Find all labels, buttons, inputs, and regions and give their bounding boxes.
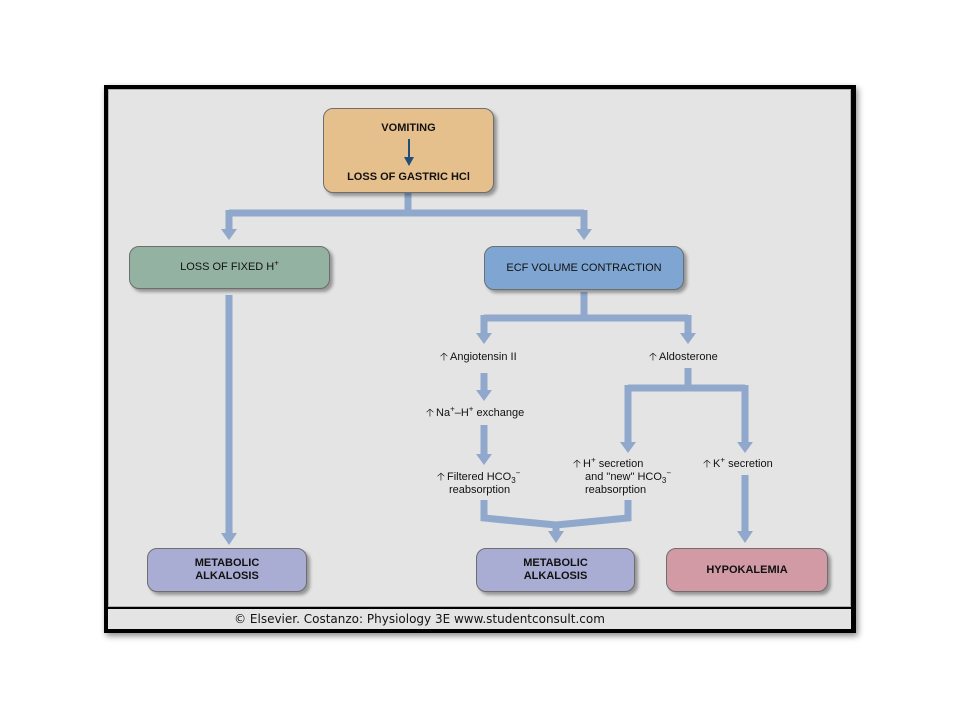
up-arrow-icon: 🡡 xyxy=(426,407,434,419)
vomiting-box: VOMITING LOSS OF GASTRIC HCl xyxy=(323,108,494,193)
arrowhead-loss-fixed-h xyxy=(221,229,237,240)
up-arrow-icon: 🡡 xyxy=(649,351,657,363)
new-hco3-text: and "new" HCO xyxy=(585,471,662,483)
angiotensin-label: 🡡Angiotensin II xyxy=(440,351,517,364)
h-secretion-label: 🡡H+ secretion and "new" HCO3− reabsorpti… xyxy=(573,455,672,496)
loss-fixed-h-label: LOSS OF FIXED H xyxy=(180,261,275,273)
angiotensin-text: Angiotensin II xyxy=(450,351,517,363)
metabolic-alkalosis-left-box: METABOLIC ALKALOSIS xyxy=(147,548,307,592)
k-secretion-text: secretion xyxy=(728,458,773,470)
arrowhead-alkalosis-mid xyxy=(548,531,564,543)
k-secretion-label: 🡡K+ secretion xyxy=(703,455,773,470)
na-h-exchange-label: 🡡Na+–H+ exchange xyxy=(426,404,525,419)
hypokalemia-box: HYPOKALEMIA xyxy=(666,548,828,592)
metabolic-alkalosis-mid-box: METABOLIC ALKALOSIS xyxy=(476,548,635,592)
ecf-volume-label: ECF VOLUME CONTRACTION xyxy=(506,261,662,274)
h-reabsorption-text: reabsorption xyxy=(585,484,647,496)
metabolic-mid-line2: ALKALOSIS xyxy=(523,570,588,582)
arrowhead-aldosterone xyxy=(680,333,696,344)
arrowhead-h-secretion xyxy=(620,442,636,453)
up-arrow-icon: 🡡 xyxy=(440,351,448,363)
loss-gastric-hcl-label: LOSS OF GASTRIC HCl xyxy=(347,171,470,183)
metabolic-left-line2: ALKALOSIS xyxy=(195,570,259,582)
filtered-text: Filtered HCO xyxy=(447,471,512,483)
filtered-reabsorption-text: reabsorption xyxy=(449,484,511,496)
down-arrow-icon xyxy=(403,139,414,166)
up-arrow-icon: 🡡 xyxy=(703,458,711,470)
metabolic-left-line1: METABOLIC xyxy=(194,557,260,569)
arrowhead-filtered xyxy=(476,454,492,465)
metabolic-mid-line1: METABOLIC xyxy=(523,557,588,569)
hypokalemia-label: HYPOKALEMIA xyxy=(706,563,788,576)
na-h-exchange-text: exchange xyxy=(476,407,525,419)
arrowhead-ecf xyxy=(576,229,592,240)
h-plus-sup: + xyxy=(274,258,279,268)
arrowhead-exchange xyxy=(476,390,492,401)
arrowhead-angiotensin xyxy=(476,333,492,344)
aldosterone-label: 🡡Aldosterone xyxy=(649,351,718,364)
up-arrow-icon: 🡡 xyxy=(437,471,445,483)
aldosterone-text: Aldosterone xyxy=(659,351,718,363)
up-arrow-icon: 🡡 xyxy=(573,458,581,470)
arrowhead-alkalosis-left xyxy=(221,533,237,545)
loss-fixed-h-text: LOSS OF FIXED H+ xyxy=(180,258,279,274)
h-secretion-text: secretion xyxy=(598,458,644,470)
loss-fixed-h-box: LOSS OF FIXED H+ xyxy=(129,246,330,289)
copyright-footer: © Elsevier. Costanzo: Physiology 3E www.… xyxy=(108,609,851,629)
copyright-text: © Elsevier. Costanzo: Physiology 3E www.… xyxy=(234,612,605,626)
arrowhead-hypokalemia xyxy=(737,531,753,543)
vomiting-label: VOMITING xyxy=(381,122,436,134)
ecf-volume-box: ECF VOLUME CONTRACTION xyxy=(484,246,684,290)
arrowhead-k-secretion xyxy=(737,442,753,453)
arrow-merge xyxy=(480,500,632,529)
filtered-hco3-label: 🡡Filtered HCO3− reabsorption xyxy=(437,468,521,496)
